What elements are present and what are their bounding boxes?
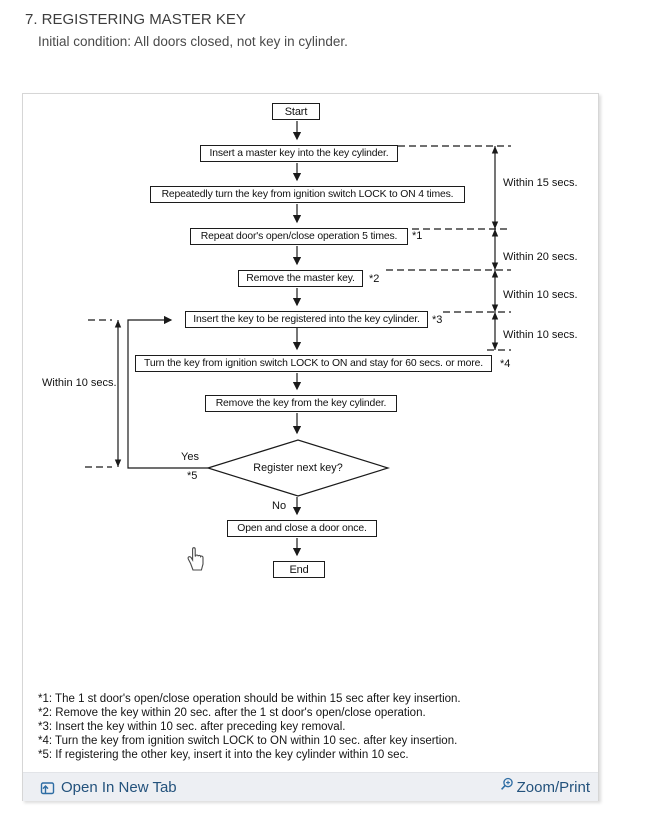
footnote-2: *2: Remove the key within 20 sec. after … xyxy=(38,707,426,719)
decision-register-next-key: Register next key? xyxy=(253,462,343,474)
footnote-5: *5: If registering the other key, insert… xyxy=(38,749,409,761)
open-in-new-tab-label: Open In New Tab xyxy=(61,778,177,796)
node-turn-key-stay-60s: Turn the key from ignition switch LOCK t… xyxy=(135,355,492,372)
node-insert-master-key: Insert a master key into the key cylinde… xyxy=(200,145,398,162)
footnote-3: *3: Insert the key within 10 sec. after … xyxy=(38,721,346,733)
page-subtitle: Initial condition: All doors closed, not… xyxy=(38,34,348,49)
page-title: 7. REGISTERING MASTER KEY xyxy=(25,11,246,28)
note-ref-1: *1 xyxy=(412,230,423,242)
zoom-print-label: Zoom/Print xyxy=(516,778,590,796)
footnote-1: *1: The 1 st door's open/close operation… xyxy=(38,693,461,705)
node-insert-key-to-register: Insert the key to be registered into the… xyxy=(185,311,428,328)
node-remove-key-cylinder: Remove the key from the key cylinder. xyxy=(205,395,397,412)
hand-cursor-icon xyxy=(185,545,207,577)
footnote-4: *4: Turn the key from ignition switch LO… xyxy=(38,735,458,747)
node-turn-key-4-times: Repeatedly turn the key from ignition sw… xyxy=(150,186,465,203)
open-in-new-tab-link[interactable]: Open In New Tab xyxy=(40,779,177,796)
timing-label-10s-b: Within 10 secs. xyxy=(503,329,578,341)
branch-no-label: No xyxy=(272,500,287,512)
timing-label-20s: Within 20 secs. xyxy=(503,251,578,263)
node-open-close-door-once: Open and close a door once. xyxy=(227,520,377,537)
note-ref-5: *5 xyxy=(187,470,198,482)
timing-label-left-10s: Within 10 secs. xyxy=(42,377,117,389)
note-ref-2: *2 xyxy=(369,273,380,285)
node-end: End xyxy=(273,561,325,578)
timing-label-15s: Within 15 secs. xyxy=(503,177,578,189)
note-ref-3: *3 xyxy=(432,314,443,326)
node-start: Start xyxy=(272,103,320,120)
node-remove-master-key: Remove the master key. xyxy=(238,270,363,287)
node-door-open-close-5-times: Repeat door's open/close operation 5 tim… xyxy=(190,228,408,245)
zoom-print-link[interactable]: Zoom/Print xyxy=(499,777,590,796)
branch-yes-label: Yes xyxy=(181,451,199,463)
zoom-icon xyxy=(499,777,514,792)
timing-label-10s-a: Within 10 secs. xyxy=(503,289,578,301)
viewer-toolbar: Open In New Tab Zoom/Print xyxy=(23,772,598,801)
note-ref-4: *4 xyxy=(500,358,511,370)
open-in-new-tab-icon xyxy=(40,780,55,795)
